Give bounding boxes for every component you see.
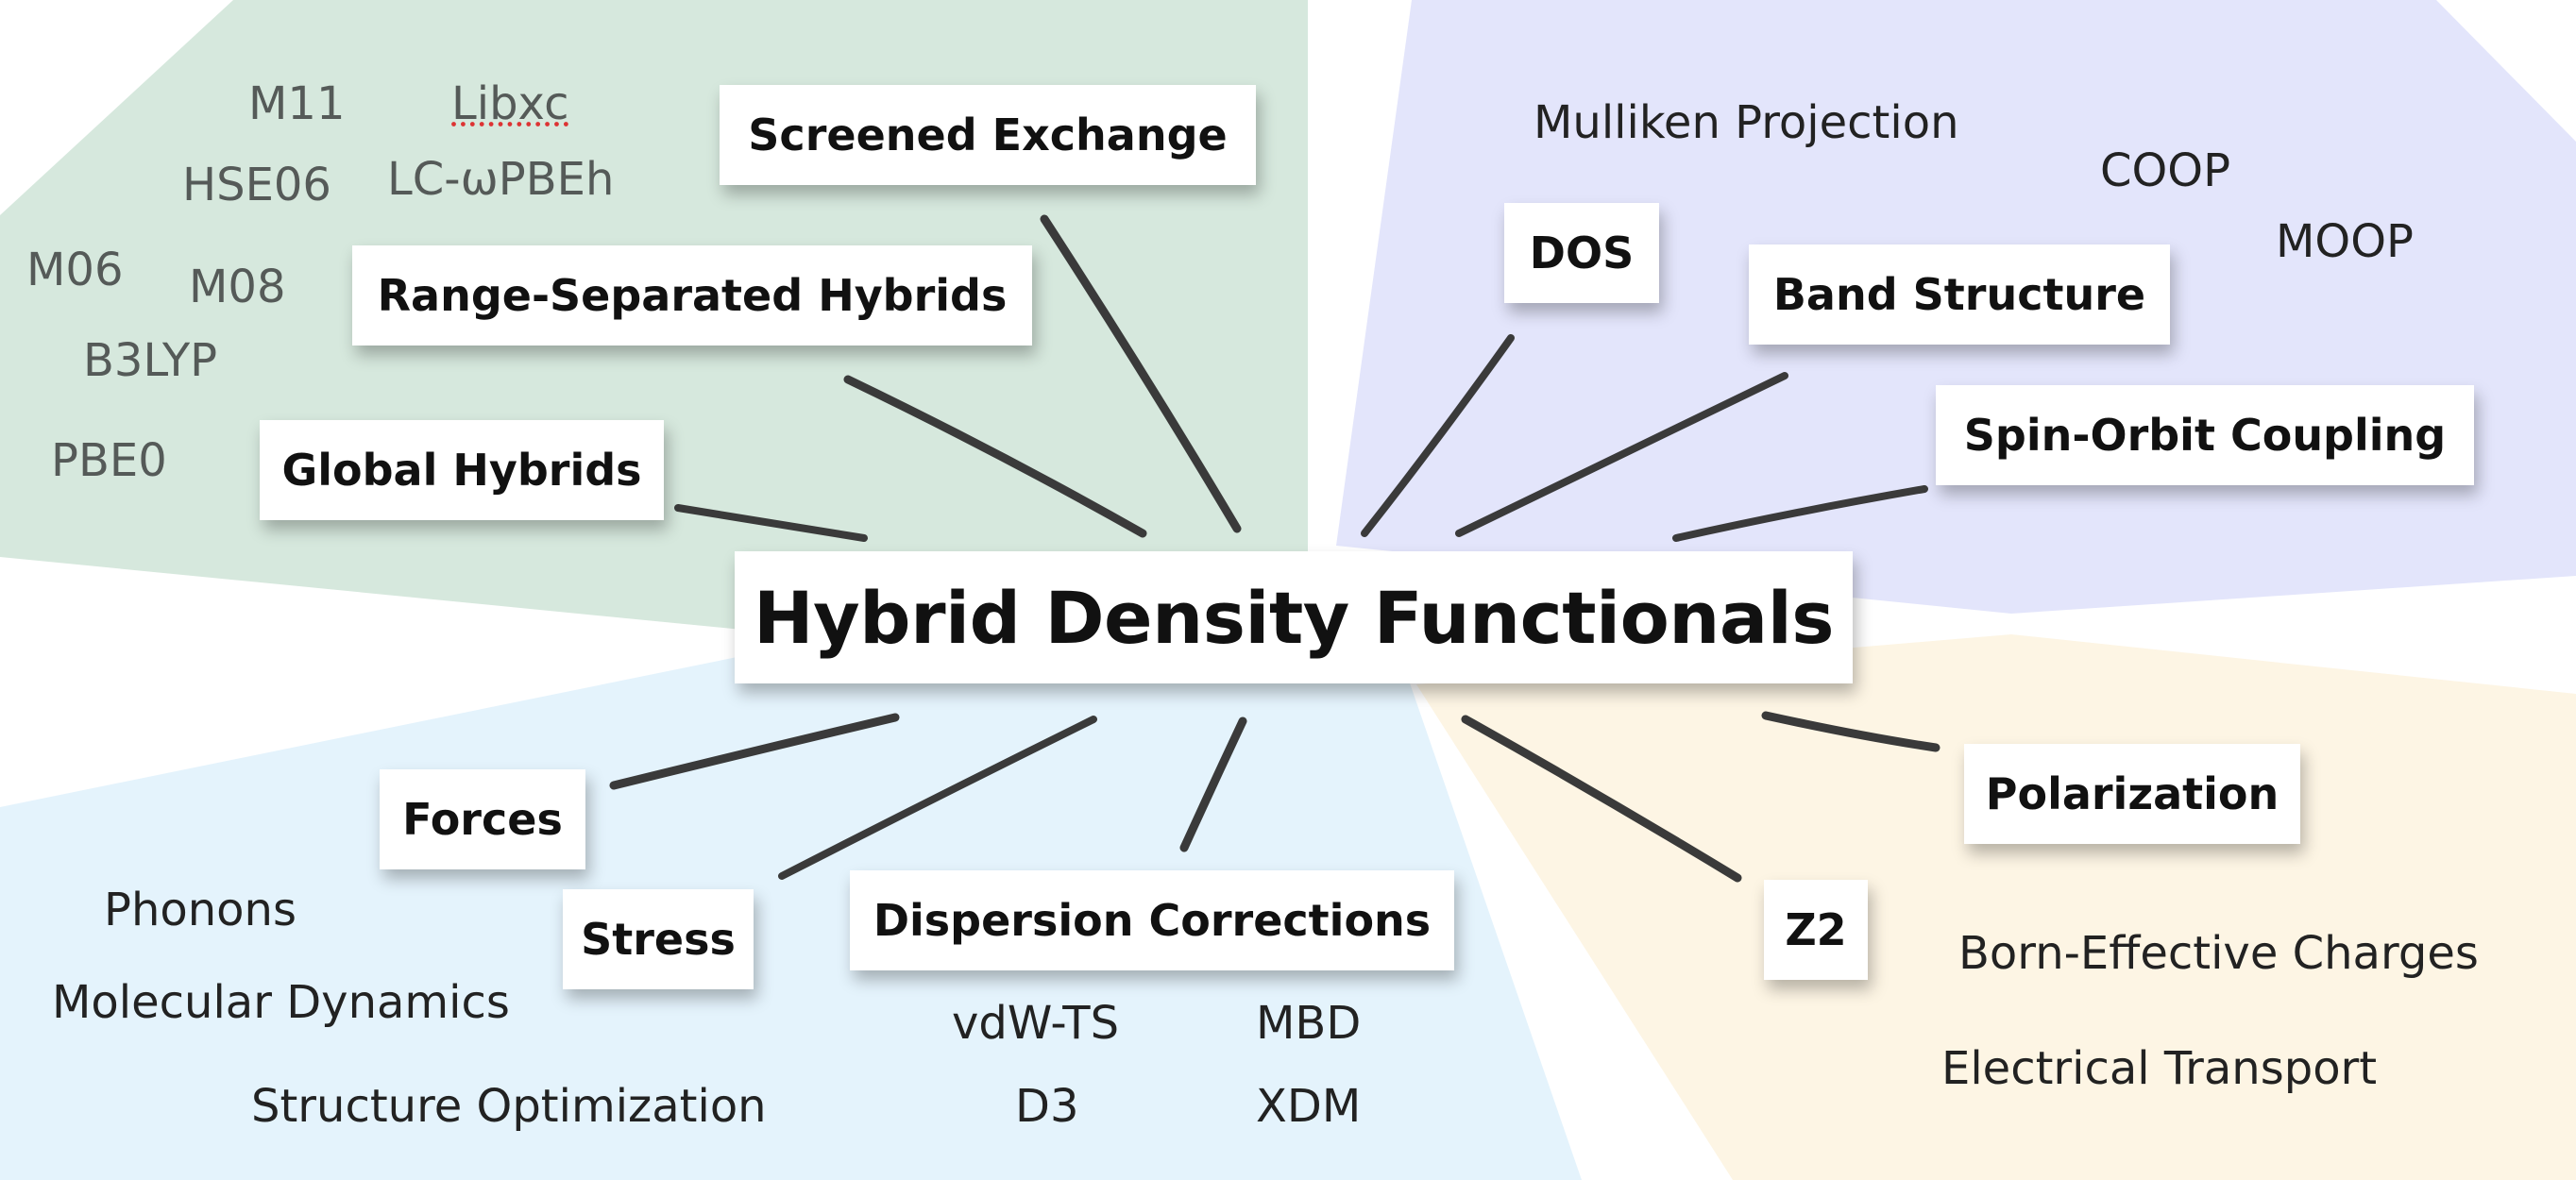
region-response: [1416, 634, 2576, 1180]
topic-screened-exchange[interactable]: Screened Exchange: [720, 85, 1256, 185]
topic-polarization[interactable]: Polarization: [1964, 744, 2300, 844]
leaf-b3lyp: B3LYP: [83, 334, 218, 387]
leaf-m11: M11: [248, 77, 346, 130]
topic-z2[interactable]: Z2: [1764, 880, 1868, 980]
connector-forces: [609, 713, 900, 790]
leaf-pbe0: PBE0: [51, 434, 167, 487]
leaf-moop: MOOP: [2276, 215, 2414, 268]
connector-z2: [1461, 715, 1742, 883]
leaf-libxc: Libxc: [451, 77, 569, 130]
leaf-lc-wpbeh: LC-ωPBEh: [387, 153, 615, 206]
connector-spin-orbit-coupling: [1672, 485, 1928, 542]
topic-dispersion-corrections[interactable]: Dispersion Corrections: [850, 870, 1454, 970]
topic-dos[interactable]: DOS: [1504, 203, 1659, 303]
leaf-molecular-dynamics: Molecular Dynamics: [52, 976, 510, 1029]
leaf-mbd: MBD: [1256, 997, 1362, 1050]
leaf-m06: M06: [26, 244, 124, 296]
leaf-electrical-transport: Electrical Transport: [1941, 1042, 2378, 1095]
leaf-phonons: Phonons: [104, 884, 297, 936]
connector-band-structure: [1455, 372, 1788, 537]
topic-spin-orbit-coupling[interactable]: Spin-Orbit Coupling: [1936, 385, 2474, 485]
connector-dispersion-corrections: [1179, 716, 1247, 852]
connector-global-hybrids: [674, 504, 868, 542]
leaf-m08: M08: [189, 261, 286, 313]
leaf-d3: D3: [1015, 1080, 1079, 1133]
topic-stress[interactable]: Stress: [563, 889, 754, 989]
central-topic[interactable]: Hybrid Density Functionals: [735, 551, 1853, 683]
leaf-xdm: XDM: [1256, 1080, 1362, 1133]
connector-stress: [778, 716, 1097, 880]
leaf-coop: COOP: [2100, 144, 2231, 197]
topic-forces[interactable]: Forces: [380, 769, 585, 869]
topic-band-structure[interactable]: Band Structure: [1749, 244, 2170, 345]
connector-dos: [1361, 334, 1515, 537]
topic-range-separated-hybrids[interactable]: Range-Separated Hybrids: [352, 245, 1032, 346]
connector-screened-exchange: [1040, 214, 1242, 533]
leaf-born-effective-charges: Born-Effective Charges: [1958, 927, 2479, 980]
connector-range-separated-hybrids: [843, 375, 1147, 538]
connector-polarization: [1761, 711, 1940, 752]
leaf-structure-optimization: Structure Optimization: [251, 1080, 767, 1133]
leaf-mulliken-projection: Mulliken Projection: [1534, 96, 1959, 149]
leaf-hse06: HSE06: [182, 159, 331, 211]
topic-global-hybrids[interactable]: Global Hybrids: [260, 420, 664, 520]
leaf-vdw-ts: vdW-TS: [952, 997, 1120, 1050]
